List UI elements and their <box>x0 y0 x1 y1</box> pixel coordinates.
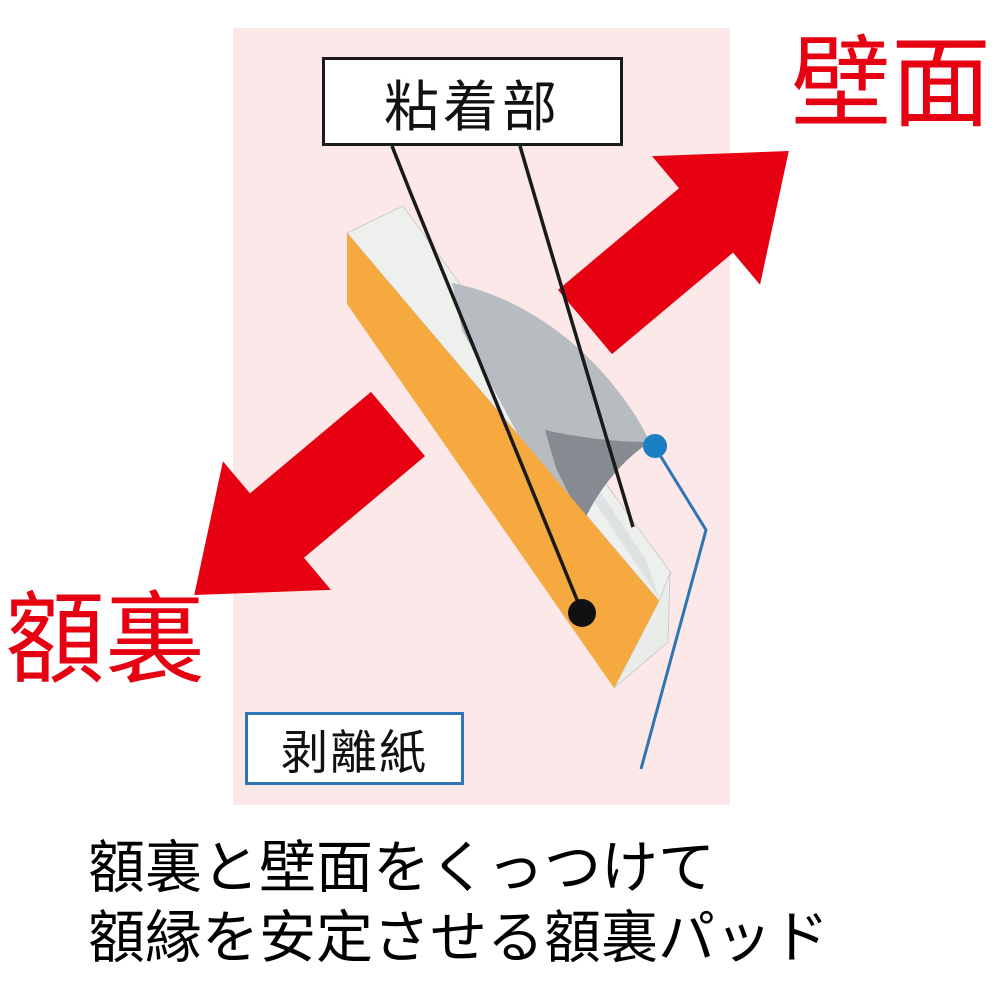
pad-front-face <box>347 233 659 688</box>
arrow-to-wall-icon <box>558 151 789 355</box>
release-paper-dot <box>643 434 667 458</box>
caption-line-1: 額裏と壁面をくっつけて <box>88 836 715 900</box>
caption: 額裏と壁面をくっつけて 額縁を安定させる額裏パッド <box>88 833 829 973</box>
adhesive-leader-line-left <box>390 145 584 613</box>
adhesive-part-label: 粘着部 <box>383 75 561 138</box>
release-paper-label-box: 剥離紙 <box>245 712 464 785</box>
release-paper-leader-line <box>639 446 708 770</box>
release-paper-label: 剥離紙 <box>281 726 428 779</box>
adhesive-part-label-box: 粘着部 <box>322 57 623 146</box>
arrow-to-frame-back-icon <box>194 391 425 595</box>
adhesive-leader-line-right <box>518 145 635 528</box>
wall-surface-label: 壁面 <box>791 28 991 140</box>
caption-line-2: 額縁を安定させる額裏パッド <box>88 906 829 970</box>
release-film-shadow <box>545 430 650 523</box>
adhesive-point-dot <box>568 599 596 627</box>
frame-back-label: 額裏 <box>5 584 205 696</box>
